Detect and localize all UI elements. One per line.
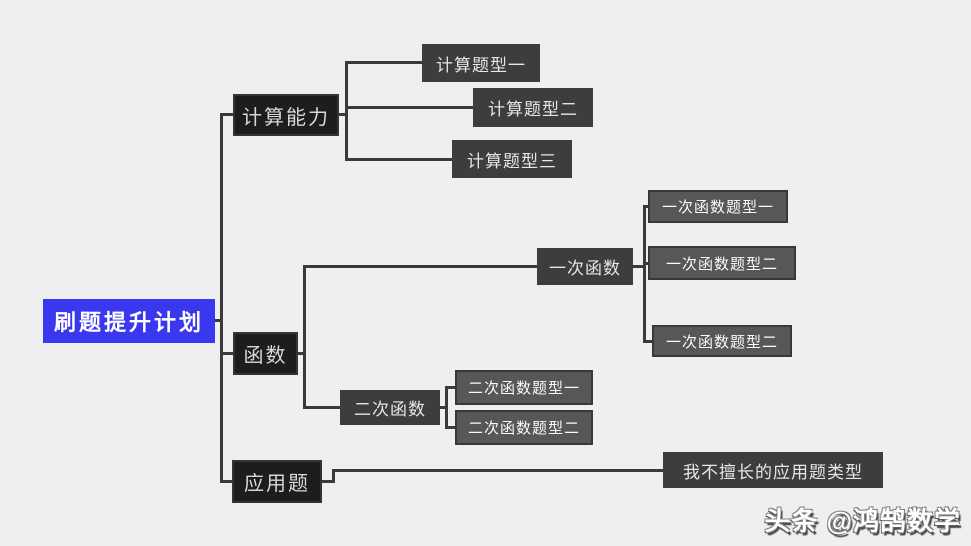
connector-calc-child1 xyxy=(345,61,422,64)
connector-calc-left xyxy=(220,113,233,116)
connector-calc-right xyxy=(339,113,348,116)
connector-apply-child1 xyxy=(332,469,663,472)
connector-func-right xyxy=(298,352,306,355)
node-linear-type1: 一次函数题型一 xyxy=(648,190,788,223)
connector-quad-child1 xyxy=(445,386,455,389)
branch-application: 应用题 xyxy=(232,460,322,503)
branch-calculation: 计算能力 xyxy=(233,94,339,136)
connector-quad-branch xyxy=(303,406,340,409)
connector-quad-right xyxy=(440,406,448,409)
connector-linear-child2 xyxy=(643,262,648,265)
watermark-text: 头条 @鸿鹄数学 xyxy=(764,506,961,536)
node-calc-type3: 计算题型三 xyxy=(452,140,572,178)
node-linear-type3: 一次函数题型二 xyxy=(652,325,792,357)
connector-linear-branch xyxy=(303,265,537,268)
connector-root-stub xyxy=(215,319,223,322)
node-calc-type2: 计算题型二 xyxy=(473,88,593,127)
branch-function: 函数 xyxy=(233,332,298,375)
root-node: 刷题提升计划 xyxy=(43,299,215,343)
node-calc-type1: 计算题型一 xyxy=(422,44,540,82)
node-quadratic-function: 二次函数 xyxy=(340,390,440,425)
node-quadratic-type2: 二次函数题型二 xyxy=(455,410,593,445)
connector-apply-left xyxy=(220,480,232,483)
connector-calc-child2 xyxy=(345,106,473,109)
connector-calc-vertical xyxy=(345,61,348,161)
node-quadratic-type1: 二次函数题型一 xyxy=(455,370,593,405)
connector-apply-right xyxy=(322,480,335,483)
connector-linear-right xyxy=(633,265,646,268)
connector-apply-vertical xyxy=(332,469,335,483)
connector-quad-child2 xyxy=(445,426,455,429)
node-application-weak: 我不擅长的应用题类型 xyxy=(663,452,883,488)
node-linear-function: 一次函数 xyxy=(537,248,633,285)
node-linear-type2: 一次函数题型二 xyxy=(648,246,796,280)
connector-linear-child3 xyxy=(643,340,652,343)
connector-func-left xyxy=(220,352,233,355)
connector-linear-child1 xyxy=(643,205,648,208)
connector-calc-child3 xyxy=(345,158,452,161)
connector-linear-vertical xyxy=(643,205,646,342)
connector-trunk xyxy=(220,113,223,483)
connector-func-vertical xyxy=(303,265,306,408)
connector-quad-vertical xyxy=(445,386,448,429)
